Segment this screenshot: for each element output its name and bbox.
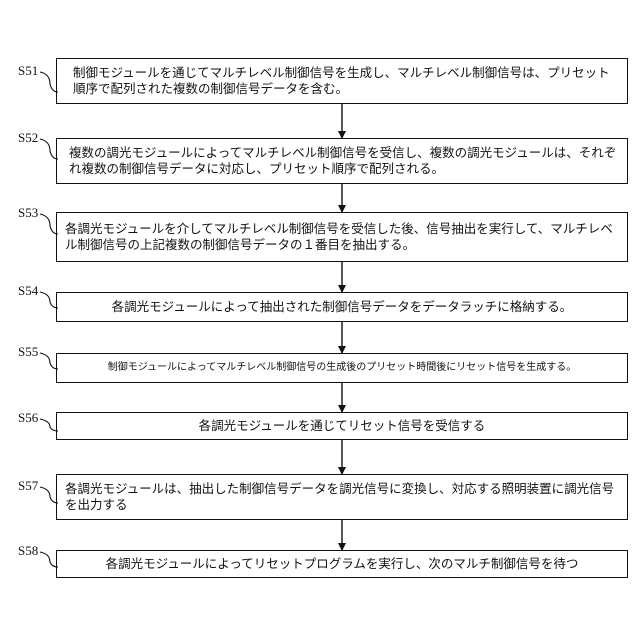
leader-curve-s58: [40, 552, 58, 567]
leader-curve-s57: [40, 487, 58, 503]
leader-curve-s55: [40, 353, 58, 369]
leader-curve-s53: [40, 214, 58, 234]
leader-curve-s54: [40, 292, 58, 308]
leader-curve-s51: [40, 72, 58, 92]
leader-curve-s56: [40, 419, 58, 431]
leader-curve-s52: [40, 139, 58, 159]
